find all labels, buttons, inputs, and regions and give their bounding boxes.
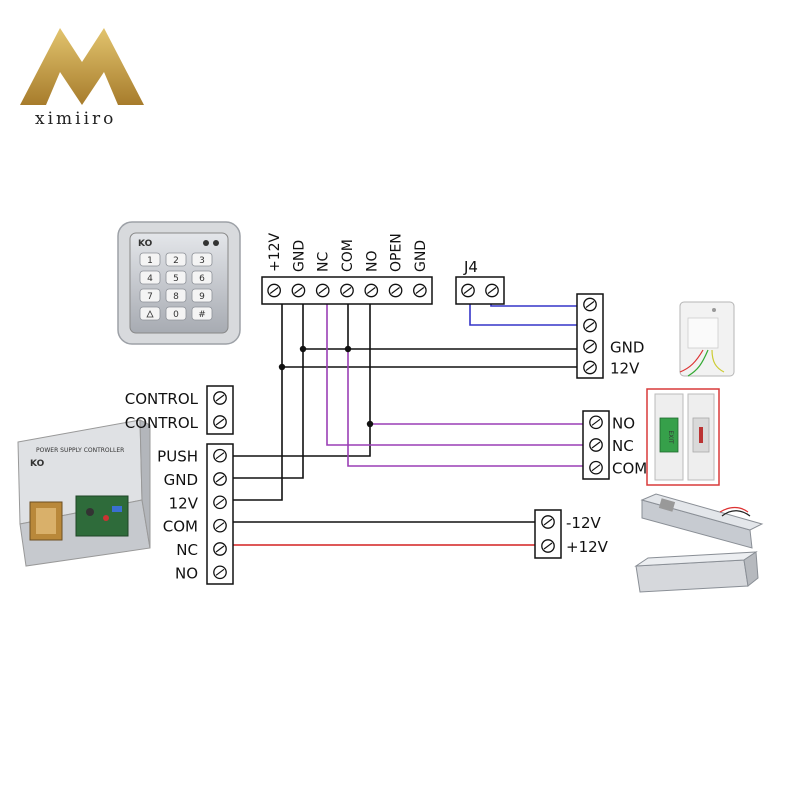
keypad-key-label: 1 bbox=[147, 256, 153, 266]
exit-terminal-block bbox=[582, 410, 610, 480]
keypad-key-label: 4 bbox=[147, 274, 153, 284]
wire-junction bbox=[344, 345, 352, 353]
control-terminal-block bbox=[206, 385, 234, 435]
power-supply-device: POWER SUPPLY CONTROLLER KO bbox=[17, 419, 151, 567]
top-terminal-label: GND bbox=[291, 240, 307, 272]
logo-text: ximiiro bbox=[35, 109, 116, 129]
logo-mark-icon bbox=[20, 28, 144, 105]
keypad-key-label: 9 bbox=[199, 292, 205, 302]
keypad-led-icon bbox=[213, 240, 219, 246]
exit-terminal-label: NC bbox=[612, 437, 634, 455]
wire-gnd bbox=[220, 290, 304, 479]
control-terminal-label: CONTROL bbox=[125, 414, 199, 432]
lock-terminal-label: +12V bbox=[566, 538, 609, 556]
doorbell-terminal-label: GND bbox=[610, 339, 644, 357]
j4-label: J4 bbox=[463, 258, 478, 276]
wire-12v bbox=[220, 290, 283, 501]
psu-terminal-label: NC bbox=[176, 541, 198, 559]
keypad-key-label: 3 bbox=[199, 256, 205, 266]
top-terminal-label: NC bbox=[316, 252, 332, 272]
top-terminal-block bbox=[261, 276, 433, 305]
keypad-key-label: 6 bbox=[199, 274, 205, 284]
brand-logo: ximiiro bbox=[20, 28, 144, 129]
keypad-key: 5 bbox=[165, 270, 187, 285]
keypad-key-label: 7 bbox=[147, 292, 153, 302]
doorbell-terminal-block bbox=[576, 293, 604, 379]
magnetic-lock-device bbox=[634, 551, 759, 593]
keypad-key: 0 bbox=[165, 306, 187, 321]
terminal-blocks bbox=[206, 276, 610, 585]
top-terminal-label: COM bbox=[340, 239, 356, 272]
wire-j4-b bbox=[490, 292, 590, 307]
bolt-lock-device bbox=[640, 493, 764, 549]
exit-button-text: EXIT bbox=[667, 430, 674, 444]
keypad-key-label: # bbox=[198, 310, 206, 320]
keypad-brand: KO bbox=[138, 239, 153, 249]
top-terminal-label: OPEN bbox=[389, 233, 405, 272]
psu-terminal-label: COM bbox=[163, 518, 198, 536]
keypad-keys: 1 2 3 4 5 6 7 8 9 0 # bbox=[139, 252, 213, 321]
transformer-core bbox=[36, 508, 56, 534]
keypad-key: 7 bbox=[139, 288, 161, 303]
wires bbox=[220, 290, 596, 546]
keypad-key: 9 bbox=[191, 288, 213, 303]
psu-terminal-label: NO bbox=[175, 564, 198, 582]
exit-button-device: EXIT bbox=[646, 388, 720, 486]
exit-terminal-label: COM bbox=[612, 460, 647, 478]
keypad-key: 3 bbox=[191, 252, 213, 267]
keypad-key: 6 bbox=[191, 270, 213, 285]
psu-terminal-label: 12V bbox=[169, 494, 199, 512]
keypad-key-label: 8 bbox=[173, 292, 179, 302]
lock-terminal-label: -12V bbox=[566, 514, 601, 532]
keypad-key-label: 0 bbox=[173, 310, 179, 320]
exit-highlight-box bbox=[646, 388, 720, 486]
psu-terminal-label: PUSH bbox=[157, 448, 198, 466]
psu-brand: KO bbox=[30, 459, 45, 469]
top-terminal-label: NO bbox=[364, 251, 380, 273]
keypad-key: # bbox=[191, 306, 213, 321]
keypad-device: KO 1 2 3 4 5 6 7 8 9 0 # bbox=[117, 221, 241, 345]
keypad-led-icon bbox=[203, 240, 209, 246]
wire-junction bbox=[366, 420, 374, 428]
keypad-key: 4 bbox=[139, 270, 161, 285]
wire-exit-nc bbox=[326, 290, 596, 446]
keypad-key bbox=[139, 306, 161, 321]
top-terminal-label: GND bbox=[413, 240, 429, 272]
psu-terminal-label: GND bbox=[164, 471, 198, 489]
wire-exit-com bbox=[347, 349, 596, 467]
wire-junction bbox=[278, 363, 286, 371]
j4-terminal-block bbox=[455, 276, 505, 305]
exit-terminal-label: NO bbox=[612, 414, 635, 432]
control-terminal-label: CONTROL bbox=[125, 390, 199, 408]
lock-terminal-block bbox=[534, 509, 562, 559]
psu-title: POWER SUPPLY CONTROLLER bbox=[36, 447, 124, 454]
wire-junction bbox=[299, 345, 307, 353]
bell-icon bbox=[146, 310, 154, 318]
keypad-key: 2 bbox=[165, 252, 187, 267]
top-terminal-label: +12V bbox=[267, 232, 283, 272]
circuit-board-icon bbox=[75, 495, 129, 537]
doorbell-terminal-label: 12V bbox=[610, 360, 640, 378]
keypad-key-label: 5 bbox=[173, 274, 179, 284]
keypad-key-label: 2 bbox=[173, 256, 179, 266]
psu-terminal-block bbox=[206, 443, 234, 585]
wire-push bbox=[220, 290, 371, 457]
keypad-key: 1 bbox=[139, 252, 161, 267]
keypad-key: 8 bbox=[165, 288, 187, 303]
doorbell-device bbox=[679, 301, 735, 377]
